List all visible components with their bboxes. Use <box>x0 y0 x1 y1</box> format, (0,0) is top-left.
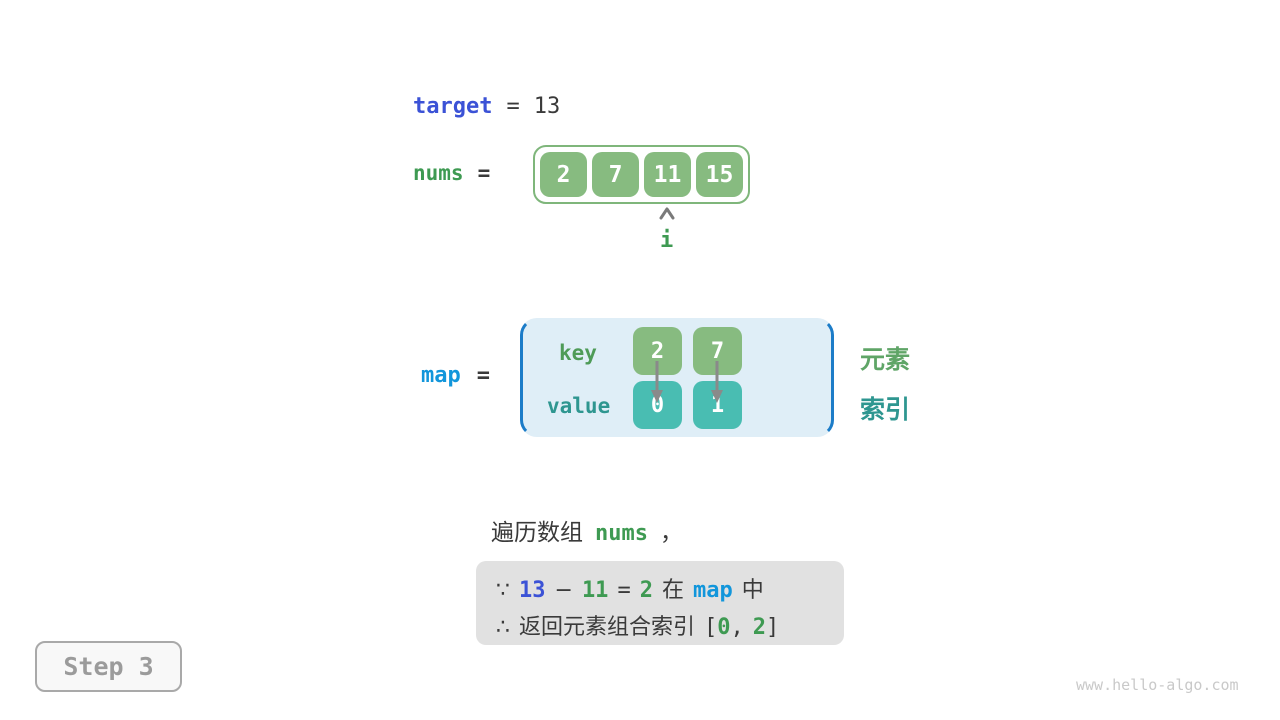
map-label: map = <box>421 363 490 388</box>
in-prefix-char: 在 <box>661 578 684 603</box>
nums-keyword: nums <box>413 161 464 185</box>
key-to-value-arrow-icon <box>710 361 724 409</box>
note-line-2: ∴ 返回元素组合索引 [ 0 , 2 ] <box>496 609 844 640</box>
nums-cell-0: 2 <box>540 152 587 197</box>
step-badge: Step 3 <box>35 641 182 692</box>
map-value-cell-1: 1 <box>693 381 742 429</box>
nums-array: 2 7 11 15 <box>533 145 750 204</box>
map-equals: = <box>476 363 490 388</box>
element-side-label: 元素 <box>860 345 911 374</box>
map-value-cell-0: 0 <box>633 381 682 429</box>
map-keyword: map <box>421 363 461 388</box>
nums-equals: = <box>477 161 491 185</box>
note-line-1: ∵ 13 − 11 = 2 在 map 中 <box>496 572 844 603</box>
watermark: www.hello-algo.com <box>1076 676 1239 694</box>
target-value: 13 <box>533 94 561 119</box>
result-index-0: 0 <box>717 615 731 640</box>
index-pointer-arrow-icon <box>658 206 676 225</box>
result-index-1: 2 <box>752 615 767 640</box>
index-side-label: 索引 <box>860 395 911 424</box>
caption-nums-keyword: nums <box>595 521 648 546</box>
because-symbol: ∵ <box>496 578 510 603</box>
nums-cell-2: 11 <box>644 152 691 197</box>
close-bracket: ] <box>766 615 780 640</box>
minus-sign: − <box>554 578 573 603</box>
target-equals: = <box>506 94 520 119</box>
key-to-value-arrow-icon <box>650 361 664 409</box>
map-keyword-inline: map <box>692 578 733 603</box>
note-box: ∵ 13 − 11 = 2 在 map 中 ∴ 返回元素组合索引 [ 0 , 2… <box>476 561 844 645</box>
conclusion-text: 返回元素组合索引 <box>519 615 696 640</box>
result-index-pair: [ 0 , 2 ] <box>704 615 779 640</box>
open-bracket: [ <box>704 615 718 640</box>
in-suffix-char: 中 <box>741 578 764 603</box>
subtrahend-value: 11 <box>581 578 609 603</box>
caption-line: 遍历数组 nums ， <box>491 513 683 547</box>
map-box: key value 2 7 0 1 <box>520 318 834 437</box>
minuend-value: 13 <box>519 578 546 603</box>
nums-label: nums = <box>413 161 490 185</box>
nums-cell-3: 15 <box>696 152 743 197</box>
caption-prefix: 遍历数组 <box>491 520 583 546</box>
index-pointer-label: i <box>660 228 674 253</box>
therefore-symbol: ∴ <box>496 615 510 640</box>
map-key-label: key <box>559 341 597 365</box>
target-line: target = 13 <box>413 94 560 119</box>
step-badge-label: Step 3 <box>63 652 154 681</box>
caption-suffix: ， <box>659 520 683 546</box>
target-keyword: target <box>413 94 493 119</box>
equals-sign: = <box>617 578 631 603</box>
nums-cell-1: 7 <box>592 152 639 197</box>
map-value-label: value <box>547 394 611 418</box>
difference-value: 2 <box>639 578 653 603</box>
comma-separator: , <box>730 615 744 640</box>
